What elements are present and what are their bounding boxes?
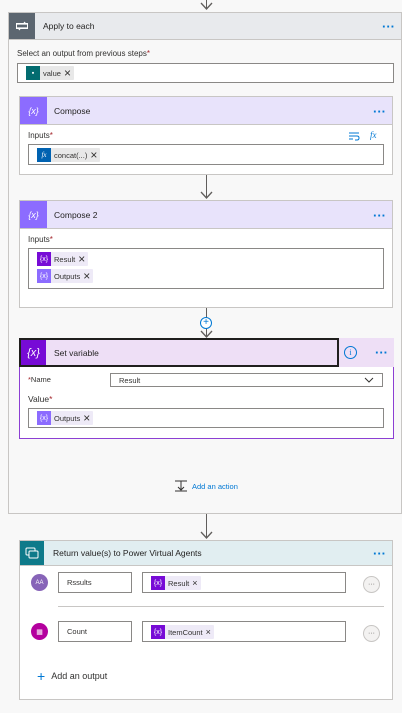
value-label: Value* <box>28 394 53 404</box>
variable-icon: {x} <box>151 625 165 639</box>
row-more-button[interactable]: ··· <box>363 576 380 593</box>
compose-title: Compose <box>54 105 91 116</box>
info-icon[interactable]: i <box>344 346 357 359</box>
output-name-field[interactable]: Rssults <box>58 572 132 593</box>
variable-icon: {x} <box>20 97 47 124</box>
set-variable-header[interactable]: {x} Set variable i ··· <box>19 338 394 367</box>
remove-token-icon[interactable]: × <box>90 148 98 162</box>
connector-line <box>206 514 207 538</box>
itemcount-token[interactable]: {x} ItemCount × <box>151 625 214 639</box>
arrow-down-icon <box>200 2 213 10</box>
compose2-inputs-label: Inputs* <box>28 235 53 244</box>
fx-icon: fx <box>37 148 51 162</box>
return-values-header[interactable]: Return value(s) to Power Virtual Agents … <box>19 540 393 566</box>
add-action-button[interactable]: Add an action <box>174 479 238 493</box>
variable-icon: {x} <box>21 340 46 365</box>
apply-to-each-menu[interactable]: ··· <box>382 19 395 34</box>
set-variable-title: Set variable <box>54 347 99 358</box>
compose-menu[interactable]: ··· <box>373 104 386 119</box>
number-type-icon: ▦ <box>31 623 48 640</box>
arrow-down-icon <box>200 191 213 199</box>
variable-icon: {x} <box>20 201 47 228</box>
sharepoint-icon: ▪ <box>26 66 40 80</box>
arrow-down-icon <box>200 531 213 539</box>
remove-token-icon[interactable]: × <box>83 411 91 425</box>
compose2-menu[interactable]: ··· <box>373 208 386 223</box>
variable-icon: {x} <box>37 411 51 425</box>
name-label: *Name <box>28 375 51 384</box>
set-variable-title-box[interactable]: {x} Set variable <box>19 338 339 367</box>
compose2-title: Compose 2 <box>54 209 98 220</box>
compose2-header[interactable]: {x} Compose 2 ··· <box>19 200 393 229</box>
variable-name-dropdown[interactable]: Result <box>110 373 383 387</box>
remove-token-icon[interactable]: × <box>83 269 91 283</box>
expression-icon[interactable]: fx <box>370 130 377 140</box>
variable-icon: {x} <box>151 576 165 590</box>
return-values-title: Return value(s) to Power Virtual Agents <box>53 548 202 558</box>
select-output-label: Select an output from previous steps* <box>17 49 150 58</box>
connector-arrow <box>206 0 207 9</box>
apply-to-each-title: Apply to each <box>43 21 95 31</box>
result-token[interactable]: {x} Result × <box>151 576 201 590</box>
variable-icon: {x} <box>37 269 51 283</box>
output-value-field[interactable]: {x} ItemCount × <box>142 621 346 642</box>
loop-icon <box>9 13 35 39</box>
select-output-field[interactable]: ▪ value × <box>17 63 394 83</box>
remove-token-icon[interactable]: × <box>63 66 71 80</box>
apply-to-each-header[interactable]: Apply to each ··· <box>8 12 402 40</box>
concat-token[interactable]: fx concat(...) × <box>37 148 101 162</box>
outputs-token[interactable]: {x} Outputs × <box>37 411 94 425</box>
output-name-field[interactable]: Count <box>58 621 132 642</box>
compose-inputs-label: Inputs* <box>28 131 53 140</box>
return-values-menu[interactable]: ··· <box>373 546 386 561</box>
insert-step-plus-icon[interactable]: + <box>200 317 212 329</box>
variable-icon: {x} <box>37 252 51 266</box>
chevron-down-icon <box>364 377 374 383</box>
plus-icon: + <box>37 668 46 684</box>
add-output-button[interactable]: + Add an output <box>37 668 108 684</box>
power-virtual-agents-icon <box>20 541 44 565</box>
outputs-token[interactable]: {x} Outputs × <box>37 269 94 283</box>
text-type-icon: AA <box>31 574 48 591</box>
result-token[interactable]: {x} Result × <box>37 252 89 266</box>
set-variable-menu[interactable]: ··· <box>375 345 388 360</box>
add-action-icon <box>175 480 187 492</box>
connector-line <box>206 175 207 198</box>
compose-inputs-field[interactable]: fx concat(...) × <box>28 144 384 165</box>
value-token[interactable]: ▪ value × <box>26 66 74 80</box>
remove-token-icon[interactable]: × <box>192 578 198 588</box>
compose-header[interactable]: {x} Compose ··· <box>19 96 393 125</box>
return-values-card <box>19 540 393 700</box>
format-data-icon[interactable] <box>348 131 360 141</box>
remove-token-icon[interactable]: × <box>205 627 211 637</box>
row-more-button[interactable]: ··· <box>363 625 380 642</box>
value-field[interactable]: {x} Outputs × <box>28 408 384 428</box>
output-value-field[interactable]: {x} Result × <box>142 572 346 593</box>
remove-token-icon[interactable]: × <box>78 252 86 266</box>
divider <box>58 606 384 607</box>
arrow-down-icon <box>200 330 213 338</box>
compose2-inputs-field[interactable]: {x} Result × {x} Outputs × <box>28 248 384 289</box>
